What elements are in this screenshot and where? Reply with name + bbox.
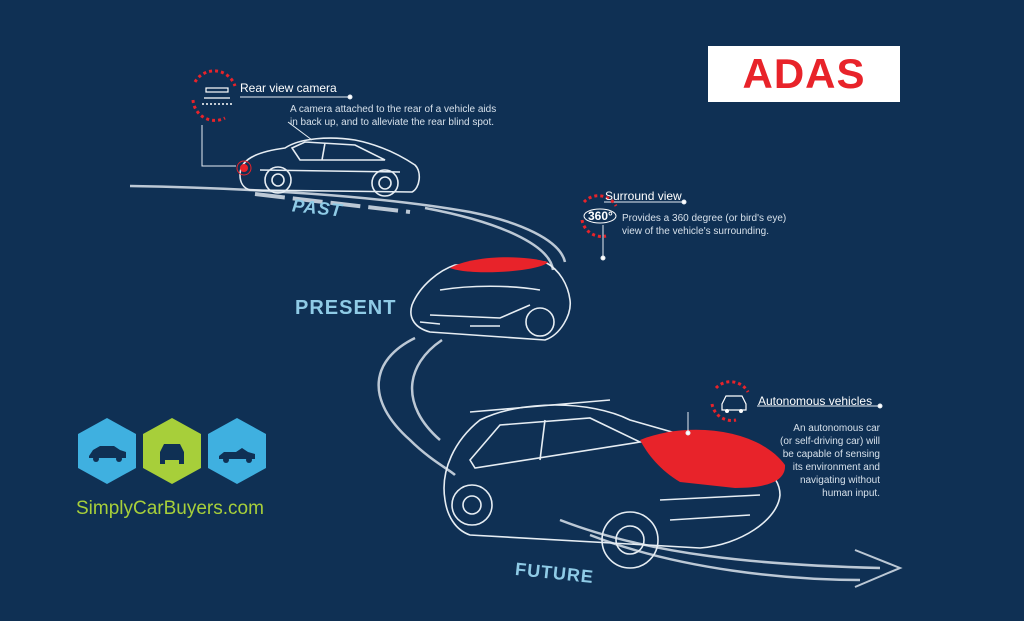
surround-icon-text: 360° [588,209,613,223]
rear-view-title: Rear view camera [240,81,337,95]
future-car-hood-red [640,429,786,488]
surround-callout-line [600,199,687,261]
rear-camera-icon [191,69,237,122]
sedan-icon [89,446,126,462]
rear-view-desc-line: A camera attached to the rear of a vehic… [290,104,497,115]
autonomous-desc-line: be capable of sensing [782,449,880,460]
surround-view-description: Provides a 360 degree (or bird's eye) vi… [622,212,786,238]
rear-view-desc-line: in back up, and to alleviate the rear bl… [290,117,495,128]
era-present-label: PRESENT [295,297,397,319]
surround-desc-line: Provides a 360 degree (or bird's eye) [622,213,787,224]
rear-view-callout-line [201,94,353,167]
page-title: ADAS [742,50,866,97]
brand-logo-hexagons [78,418,266,484]
surround-view-title: Surround view [605,189,682,203]
adas-title-box: ADAS [708,46,900,102]
autonomous-callout-line [685,403,883,436]
autonomous-desc-line: navigating without [799,475,880,486]
autonomous-title: Autonomous vehicles [758,394,873,408]
convertible-icon [219,448,255,463]
autonomous-desc-line: An autonomous car [793,423,880,434]
present-car [410,261,571,341]
brand-name: SimplyCarBuyers.com [76,498,264,519]
rear-view-description: A camera attached to the rear of a vehic… [290,103,496,129]
autonomous-description: An autonomous car (or self-driving car) … [760,422,880,500]
car-front-icon [160,444,184,464]
rear-camera-dot [240,164,248,172]
present-car-roof-red [450,257,548,273]
autonomous-car-icon [710,380,750,422]
autonomous-desc-line: (or self-driving car) will [779,436,880,447]
hex-blue-right [208,418,266,484]
autonomous-desc-line: its environment and [792,462,880,473]
autonomous-desc-line: human input. [822,488,880,499]
surround-desc-line: view of the vehicle's surrounding. [622,226,769,237]
road-path [129,184,903,588]
future-car [443,399,781,569]
past-car [239,137,421,197]
surround-360-icon: 360° [580,194,618,238]
